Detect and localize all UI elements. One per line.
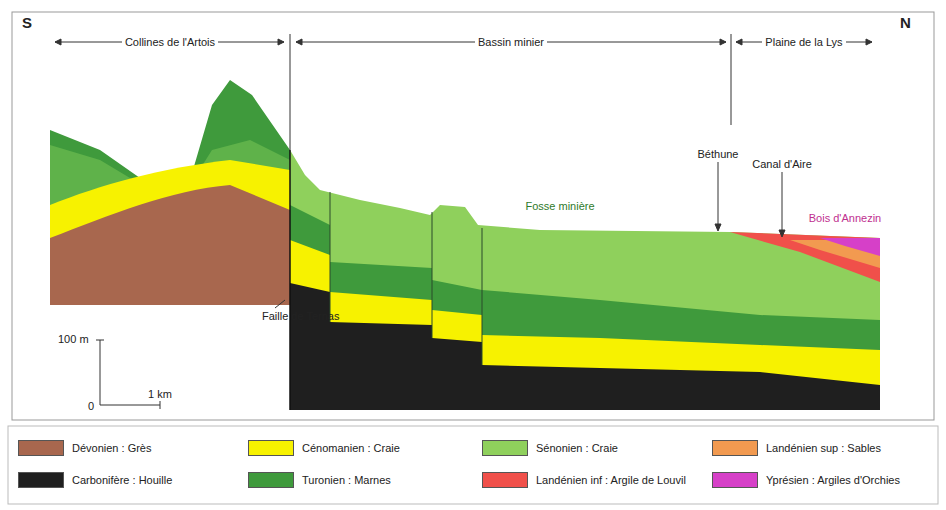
landenien-inf [730, 232, 880, 282]
devonien [50, 185, 290, 305]
turonien [290, 205, 880, 410]
legend-entry: Landénien sup : Sables [712, 440, 881, 456]
legend-text: Landénien sup : Sables [766, 442, 881, 454]
map-label: Bois d'Annezin [809, 212, 881, 225]
legend-swatch [482, 440, 528, 456]
map-label: 100 m [58, 333, 89, 346]
map-label: 1 km [148, 388, 172, 401]
map-label: N [900, 16, 911, 29]
main-fault [289, 150, 291, 410]
legend-entry: Yprésien : Argiles d'Orchies [712, 472, 900, 488]
legend-swatch [248, 440, 294, 456]
legend-entry: Turonien : Marnes [248, 472, 391, 488]
legend-swatch [18, 440, 64, 456]
fault [482, 228, 483, 365]
fault [432, 212, 433, 338]
map-label: Fosse minière [525, 200, 594, 213]
place-arrows [275, 162, 785, 308]
legend-entry: Carbonifère : Houille [18, 472, 172, 488]
turonien-left [50, 80, 290, 305]
legend-text: Yprésien : Argiles d'Orchies [766, 474, 900, 486]
carbonifere [290, 283, 880, 410]
legend-swatch [712, 440, 758, 456]
map-label: 0 [88, 400, 94, 413]
legend-text: Carbonifère : Houille [72, 474, 172, 486]
legend-entry: Sénonien : Craie [482, 440, 618, 456]
legend-entry: Cénomanien : Craie [248, 440, 400, 456]
legend-frame [8, 426, 938, 504]
map-label: Bassin minier [475, 36, 547, 49]
region-brackets [55, 34, 872, 150]
legend-text: Dévonien : Grès [72, 442, 151, 454]
map-label: S [22, 16, 32, 29]
cenomanien-left [50, 160, 290, 305]
fault [330, 192, 331, 322]
cenomanien [290, 240, 880, 410]
frame [12, 12, 934, 420]
legend-swatch [18, 472, 64, 488]
map-label: Plaine de la Lys [762, 36, 845, 49]
senonien-left [50, 140, 290, 305]
legend-swatch [248, 472, 294, 488]
legend-text: Turonien : Marnes [302, 474, 391, 486]
senonien [290, 150, 880, 410]
legend-entry: Landénien inf : Argile de Louvil [482, 472, 686, 488]
legend-text: Sénonien : Craie [536, 442, 618, 454]
legend-swatch [482, 472, 528, 488]
map-label: Collines de l'Artois [122, 36, 218, 49]
legend-text: Cénomanien : Craie [302, 442, 400, 454]
legend-text: Landénien inf : Argile de Louvil [536, 474, 686, 486]
map-label: Canal d'Aire [752, 158, 812, 171]
map-label: Béthune [698, 148, 739, 161]
map-label: Faille de Ternas [262, 310, 339, 323]
ypresien [820, 238, 880, 256]
legend-swatch [712, 472, 758, 488]
legend-entry: Dévonien : Grès [18, 440, 151, 456]
